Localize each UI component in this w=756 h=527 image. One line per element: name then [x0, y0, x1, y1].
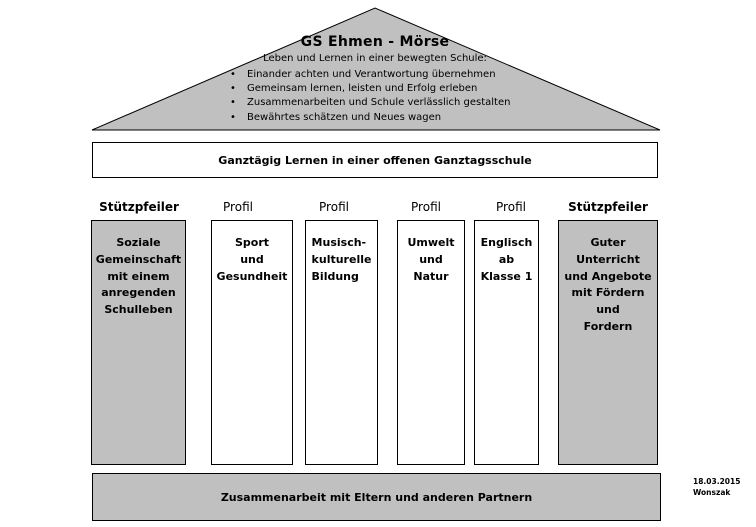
values-list-item: •Einander achten und Verantwortung übern… [230, 68, 510, 82]
values-list-item: •Zusammenarbeiten und Schule verlässlich… [230, 96, 510, 110]
pillar-umwelt: Umwelt und Natur [397, 220, 465, 465]
pillar-text: Musisch- kulturelle Bildung [311, 236, 372, 283]
column-header-profil: Profil [319, 200, 349, 214]
pillar-text: Englisch ab Klasse 1 [480, 236, 533, 283]
roof-heading: GS Ehmen - Mörse Leben und Lernen in ein… [200, 34, 550, 64]
footnote-date: 18.03.2015 [693, 477, 741, 486]
column-header-profil: Profil [223, 200, 253, 214]
footnote-author: Wonszak [693, 488, 731, 497]
pillar-text: Soziale Gemeinschaft mit einem anregende… [95, 236, 182, 317]
bullet-icon: • [230, 69, 236, 80]
pillar-unterricht: Guter Unterricht und Angebote mit Förder… [558, 220, 658, 465]
pillar-englisch: Englisch ab Klasse 1 [474, 220, 539, 465]
roof-subtitle: Leben und Lernen in einer bewegten Schul… [263, 53, 487, 64]
bullet-icon: • [230, 97, 236, 109]
pillar-text: Sport und Gesundheit [216, 236, 288, 283]
values-list: •Einander achten und Verantwortung übern… [230, 68, 510, 125]
foundation-label: Zusammenarbeit mit Eltern und anderen Pa… [220, 490, 533, 504]
column-header-stuetzpfeiler-left: Stützpfeiler [99, 200, 179, 214]
roof-triangle [91, 7, 661, 131]
column-header-profil: Profil [411, 200, 441, 214]
bullet-icon: • [230, 111, 236, 123]
school-title: GS Ehmen - Mörse [300, 34, 450, 50]
foundation-bar: Zusammenarbeit mit Eltern und anderen Pa… [92, 473, 661, 521]
pillar-soziale-gemeinschaft: Soziale Gemeinschaft mit einem anregende… [91, 220, 186, 465]
values-list-item: •Bewährtes schätzen und Neues wagen [230, 111, 510, 125]
column-header-profil: Profil [496, 200, 526, 214]
ganztag-banner: Ganztägig Lernen in einer offenen Ganzta… [92, 142, 658, 178]
pillar-text: Umwelt und Natur [407, 236, 455, 283]
roof-shape [91, 7, 661, 131]
pillar-musisch: Musisch- kulturelle Bildung [305, 220, 378, 465]
pillar-sport: Sport und Gesundheit [211, 220, 293, 465]
banner-label: Ganztägig Lernen in einer offenen Ganzta… [218, 153, 532, 167]
pillar-text: Guter Unterricht und Angebote mit Förder… [564, 236, 652, 333]
values-list-item: •Gemeinsam lernen, leisten und Erfolg er… [230, 82, 510, 96]
column-header-stuetzpfeiler-right: Stützpfeiler [568, 200, 648, 214]
footnote: 18.03.2015 Wonszak [693, 476, 740, 498]
bullet-icon: • [230, 83, 236, 95]
